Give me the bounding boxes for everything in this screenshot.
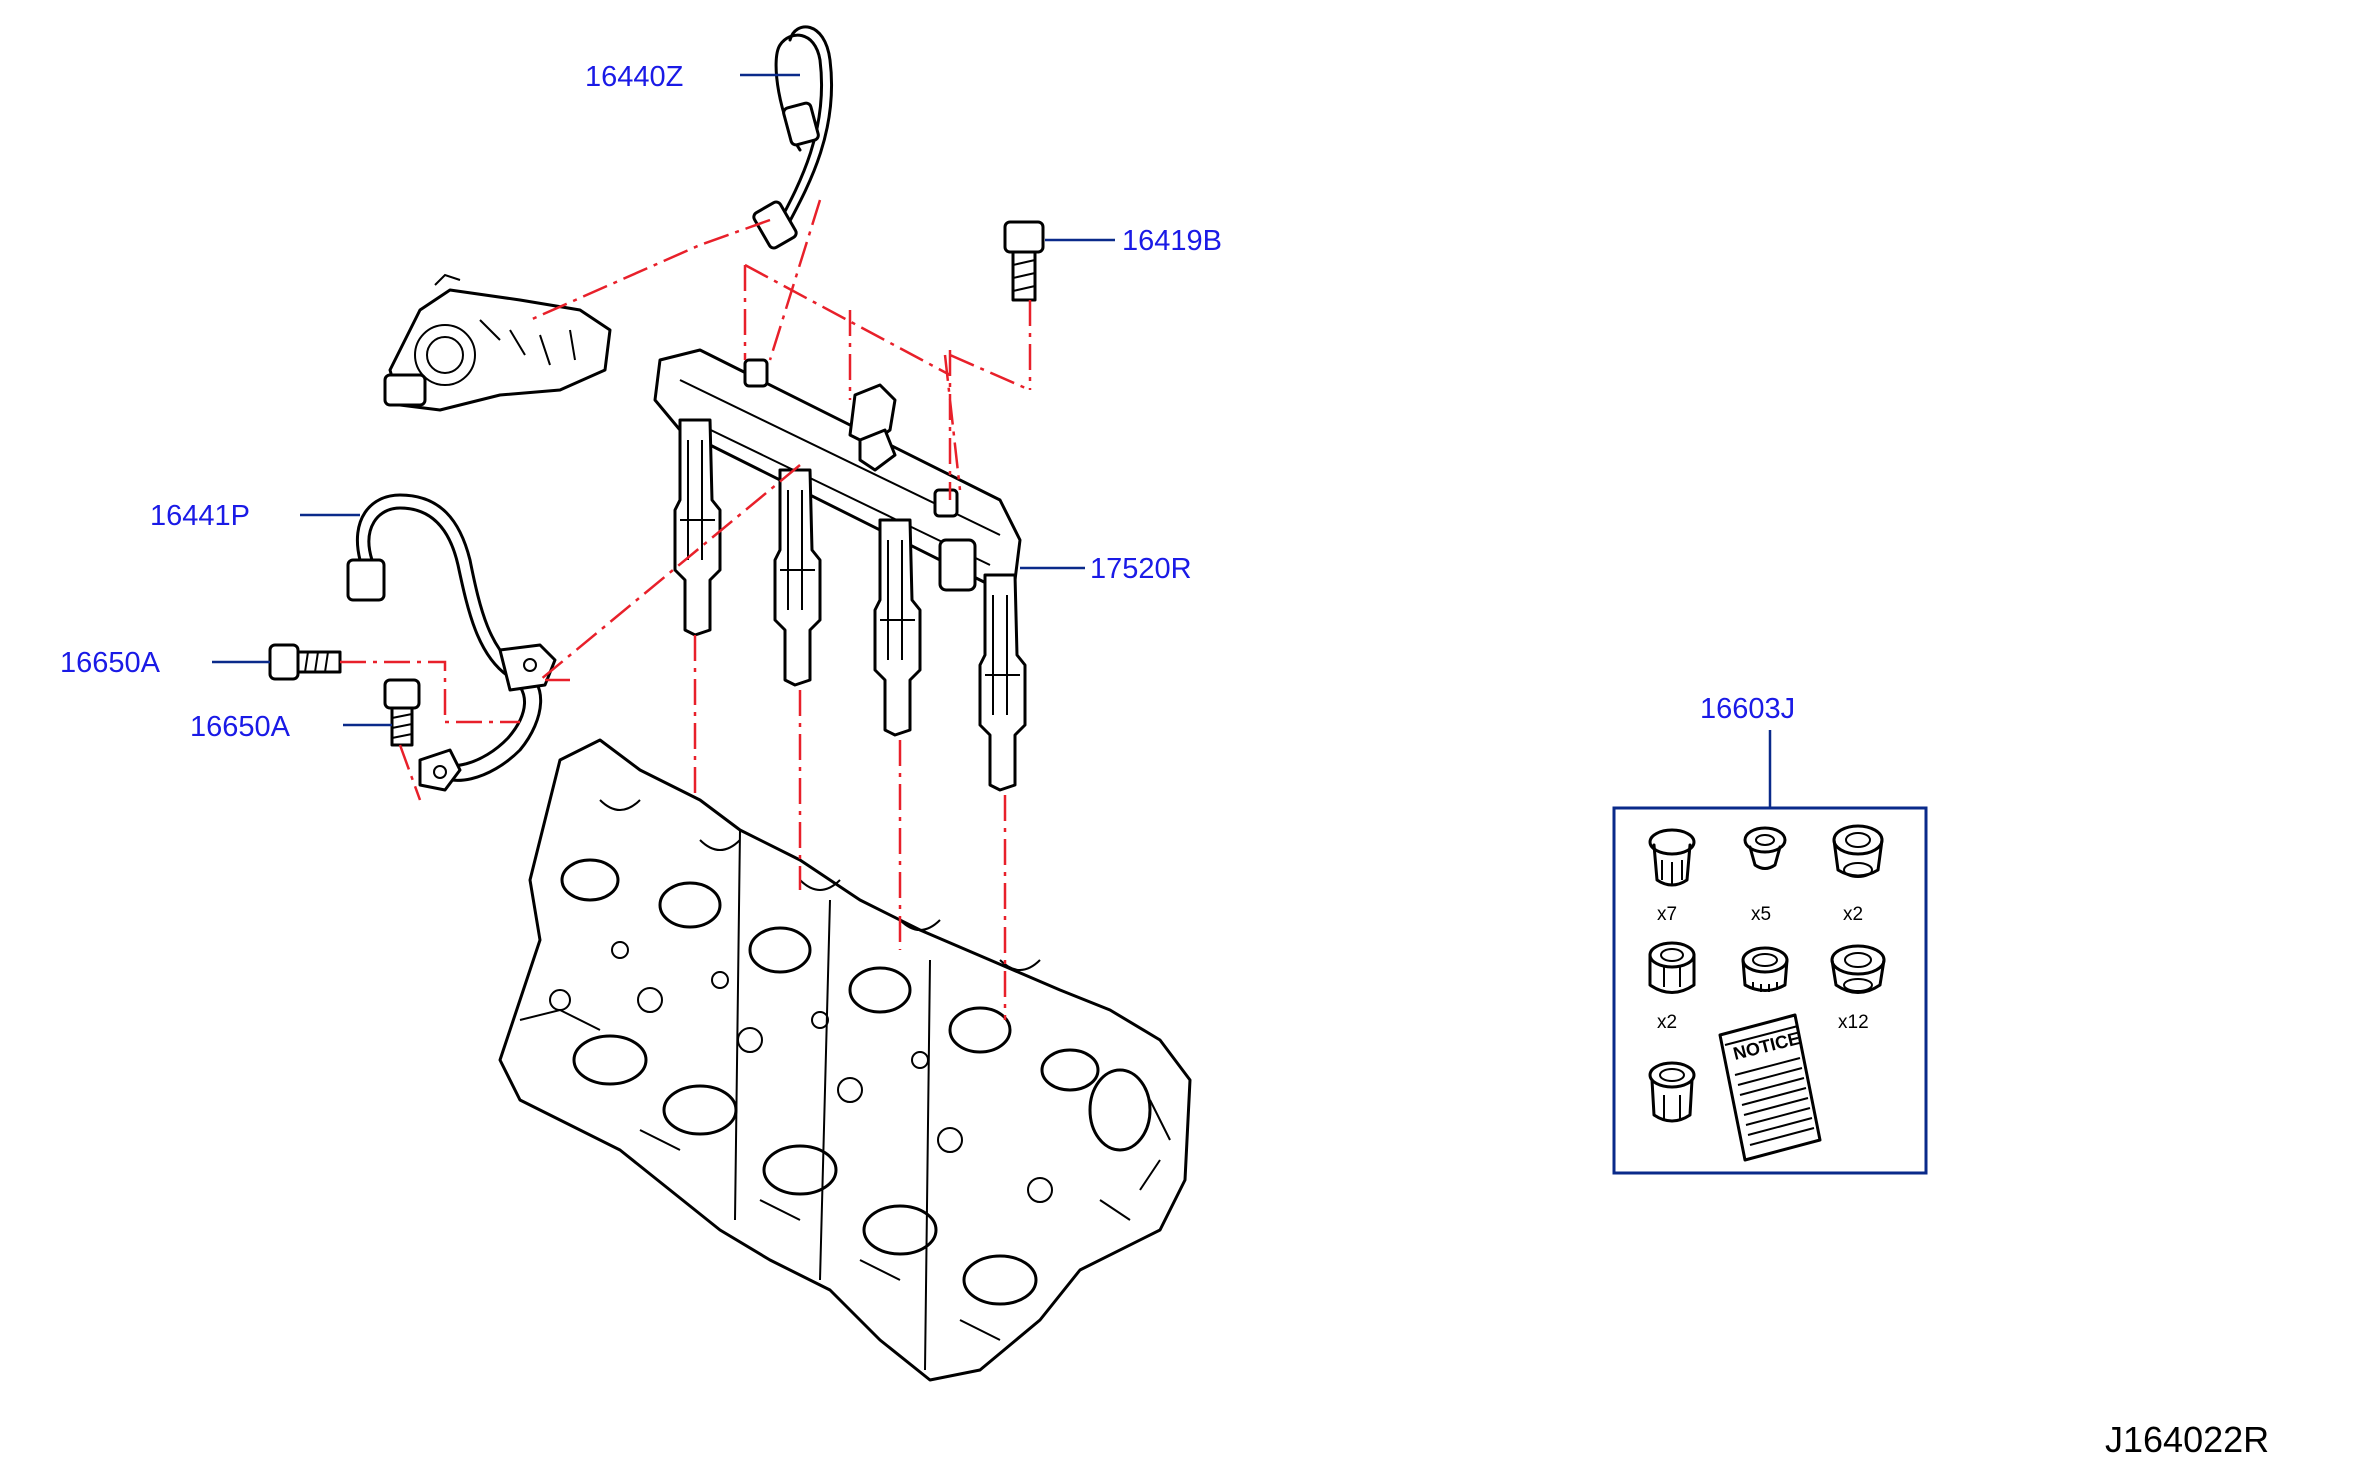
cylinder-head <box>498 738 1192 1382</box>
fuel-pipe-lower <box>346 493 557 792</box>
fuel-rail-assembly <box>653 348 1027 792</box>
callout-label: 17520R <box>1090 553 1192 585</box>
qty-label: x7 <box>1657 904 1677 925</box>
callout-16419b: 16419B <box>1045 225 1222 257</box>
insulator-icon <box>1648 941 1696 994</box>
o-ring-large-icon <box>1648 828 1696 887</box>
callout-label: 16650A <box>60 647 161 679</box>
high-pressure-fuel-pump <box>383 273 612 412</box>
bolt-pipe-2 <box>383 678 421 747</box>
bushing-icon <box>1741 946 1789 992</box>
grommet-icon <box>1830 944 1886 994</box>
callout-label: 16419B <box>1122 225 1222 257</box>
qty-label: x2 <box>1843 904 1863 925</box>
bolt-pipe-1 <box>268 643 342 681</box>
alignment-lines <box>340 199 1032 1020</box>
diagram-id: J164022R <box>2105 1419 2269 1460</box>
callout-16650a-lower: 16650A <box>190 711 392 743</box>
fuel-pipe-upper <box>752 25 833 250</box>
qty-label: x2 <box>1657 1012 1677 1033</box>
callout-17520r: 17520R <box>1020 553 1192 585</box>
seal-cup-icon <box>1832 824 1884 878</box>
notice-document-icon: NOTICE <box>1718 1013 1822 1162</box>
bolt-rail <box>1003 220 1045 302</box>
callout-16440z: 16440Z <box>585 61 800 93</box>
callout-label: 16650A <box>190 711 291 743</box>
qty-label: x5 <box>1751 904 1771 925</box>
callout-label: 16440Z <box>585 61 683 93</box>
qty-label: x12 <box>1838 1012 1869 1033</box>
seal-kit: 16603J x7 x5 x2 x2 <box>1612 693 1928 1175</box>
callout-16650a-upper: 16650A <box>60 647 270 679</box>
o-ring-small-icon <box>1743 826 1787 870</box>
retainer-icon <box>1648 1061 1696 1123</box>
fuel-injectors <box>673 418 1027 792</box>
callout-label: 16603J <box>1700 693 1795 725</box>
callout-label: 16441P <box>150 500 250 532</box>
callout-16441p: 16441P <box>150 500 360 532</box>
seal-kit-box <box>1612 806 1928 1175</box>
